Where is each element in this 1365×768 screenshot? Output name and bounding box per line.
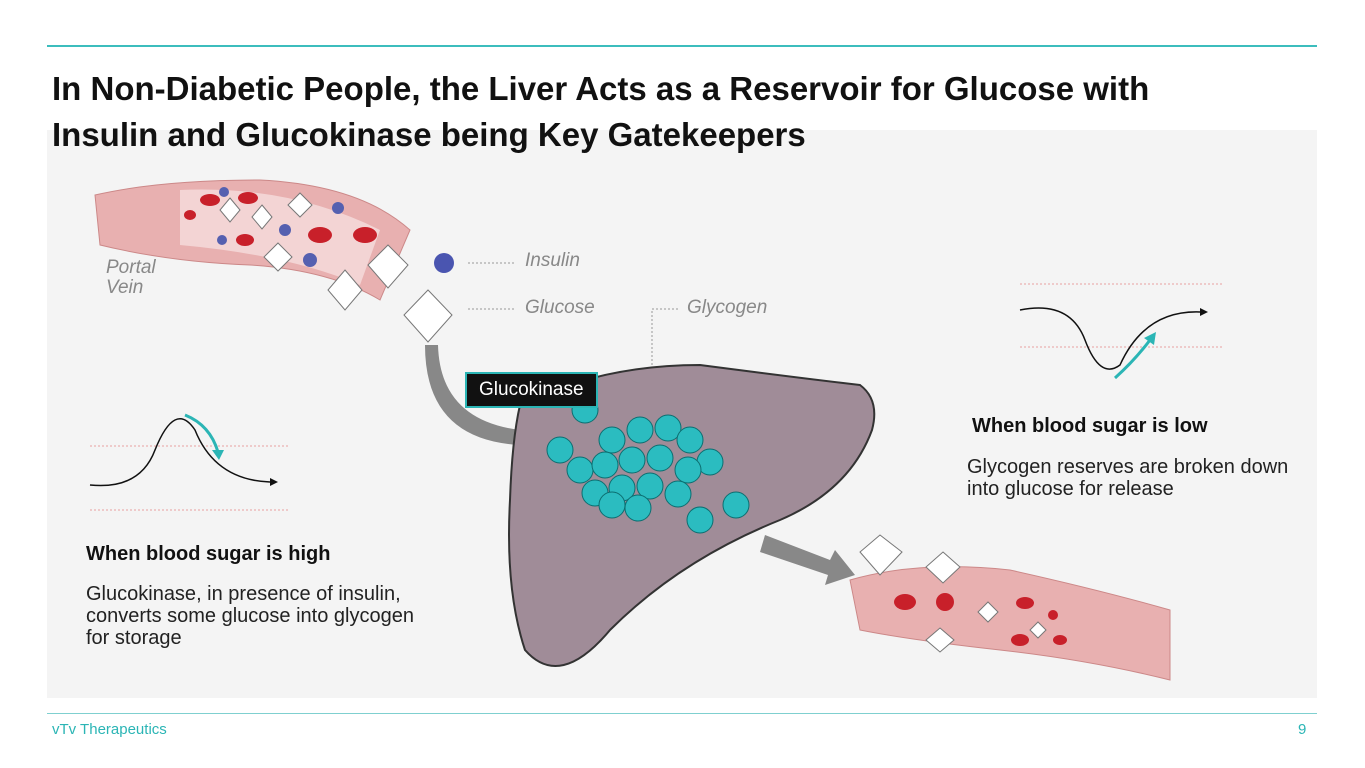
glucose-crystals [219,192,453,343]
glycogen-cluster [546,396,750,534]
blood-sugar-high-curve [89,413,290,511]
company-name: vTv Therapeutics [52,721,167,738]
glycogen-label: Glycogen [687,297,768,318]
low-heading: When blood sugar is low [972,415,1208,437]
high-text: , in presence of insulin, converts some … [86,583,414,649]
portal-vein-label: Portal Vein [106,257,156,298]
high-heading: When blood sugar is high [86,543,331,565]
glucokinase-term: Glucokinase [86,583,197,605]
low-description: Glycogen reserves are broken down into g… [967,456,1289,500]
page-title: In Non-Diabetic People, the Liver Acts a… [52,70,1150,153]
top-rule [47,45,1317,47]
glucose-label: Glucose [525,297,595,318]
insulin-molecule [434,253,454,273]
insulin-label: Insulin [525,250,580,271]
glucokinase-label: Glucokinase [465,372,598,408]
footer-rule [47,713,1317,714]
high-description: Glucokinase, in presence of insulin, con… [86,583,426,649]
page-number: 9 [1298,721,1307,738]
blood-sugar-low-curve [1019,283,1222,380]
hepatic-vein [849,534,1171,681]
outflow-arrow [760,535,855,585]
